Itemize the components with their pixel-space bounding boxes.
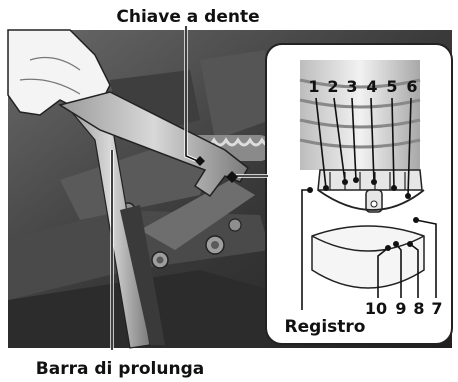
adjuster-label: Registro <box>285 317 366 337</box>
number-4: 4 <box>366 77 377 96</box>
number-2: 2 <box>327 77 338 96</box>
number-1: 1 <box>308 77 319 96</box>
markers <box>195 156 419 251</box>
number-5: 5 <box>386 77 397 96</box>
number-6: 6 <box>406 77 417 96</box>
number-9: 9 <box>395 299 406 318</box>
number-8: 8 <box>413 299 424 318</box>
number-3: 3 <box>346 77 357 96</box>
hook-wrench-label: Chiave a dente <box>116 7 259 27</box>
number-7: 7 <box>431 299 442 318</box>
frame-leg <box>120 205 165 345</box>
extension-bar-label: Barra di prolunga <box>36 359 204 379</box>
number-10: 10 <box>365 299 387 318</box>
inset-number-labels: 1 2 3 4 5 6 7 8 9 10 <box>308 77 442 318</box>
